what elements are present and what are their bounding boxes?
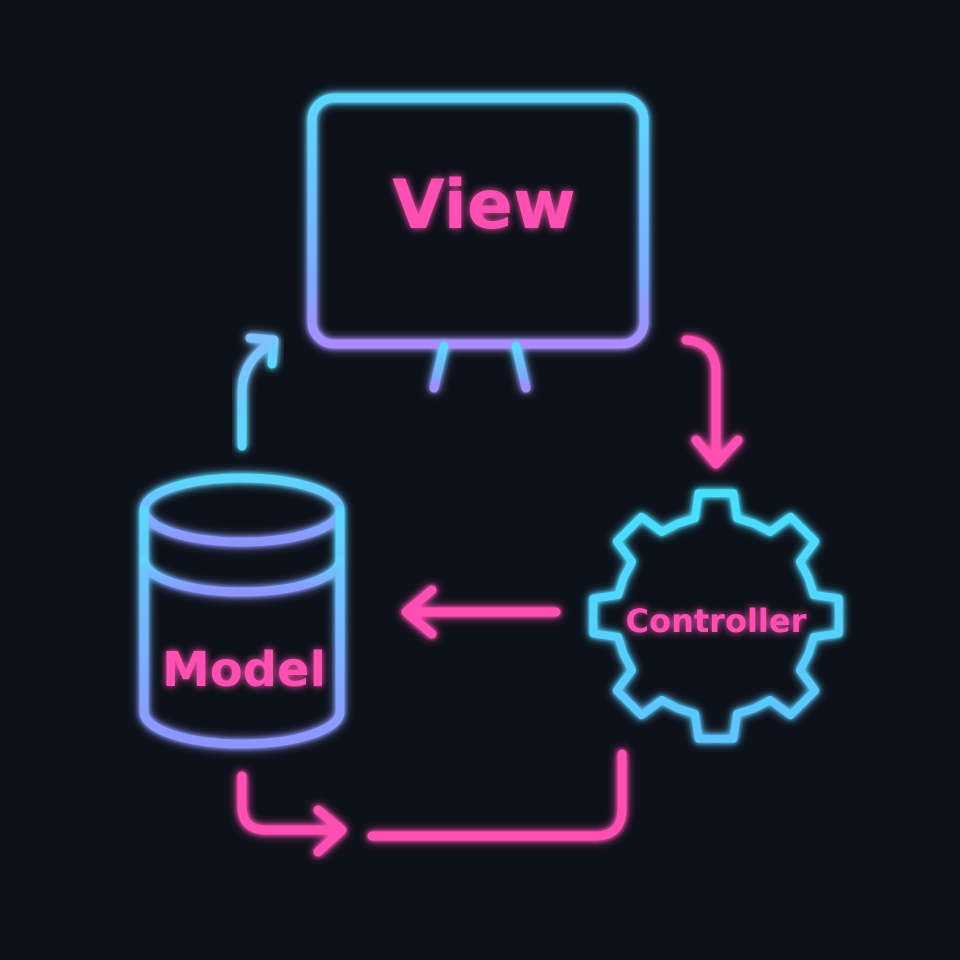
model-label: Model <box>162 642 326 698</box>
view-node <box>307 93 649 395</box>
connector-line <box>367 749 627 841</box>
arrow-head-icon <box>313 805 347 857</box>
arrow-line <box>681 335 721 467</box>
monitor-icon <box>307 93 649 395</box>
edge-model-to-controller <box>237 749 627 857</box>
arrow-head-icon <box>401 585 437 639</box>
view-label: View <box>392 166 576 245</box>
edge-controller-to-model <box>401 585 561 639</box>
arrow-head-icon <box>691 435 743 469</box>
gear-icon <box>589 489 843 743</box>
edge-model-to-view <box>237 333 279 451</box>
controller-node <box>589 489 843 743</box>
controller-label: Controller <box>626 602 807 640</box>
arrow-line <box>237 339 275 451</box>
edge-view-to-controller <box>681 335 743 469</box>
arrow-line <box>237 771 345 835</box>
arrow-head-icon <box>245 333 279 369</box>
model-node <box>139 473 345 749</box>
database-icon <box>139 473 345 749</box>
